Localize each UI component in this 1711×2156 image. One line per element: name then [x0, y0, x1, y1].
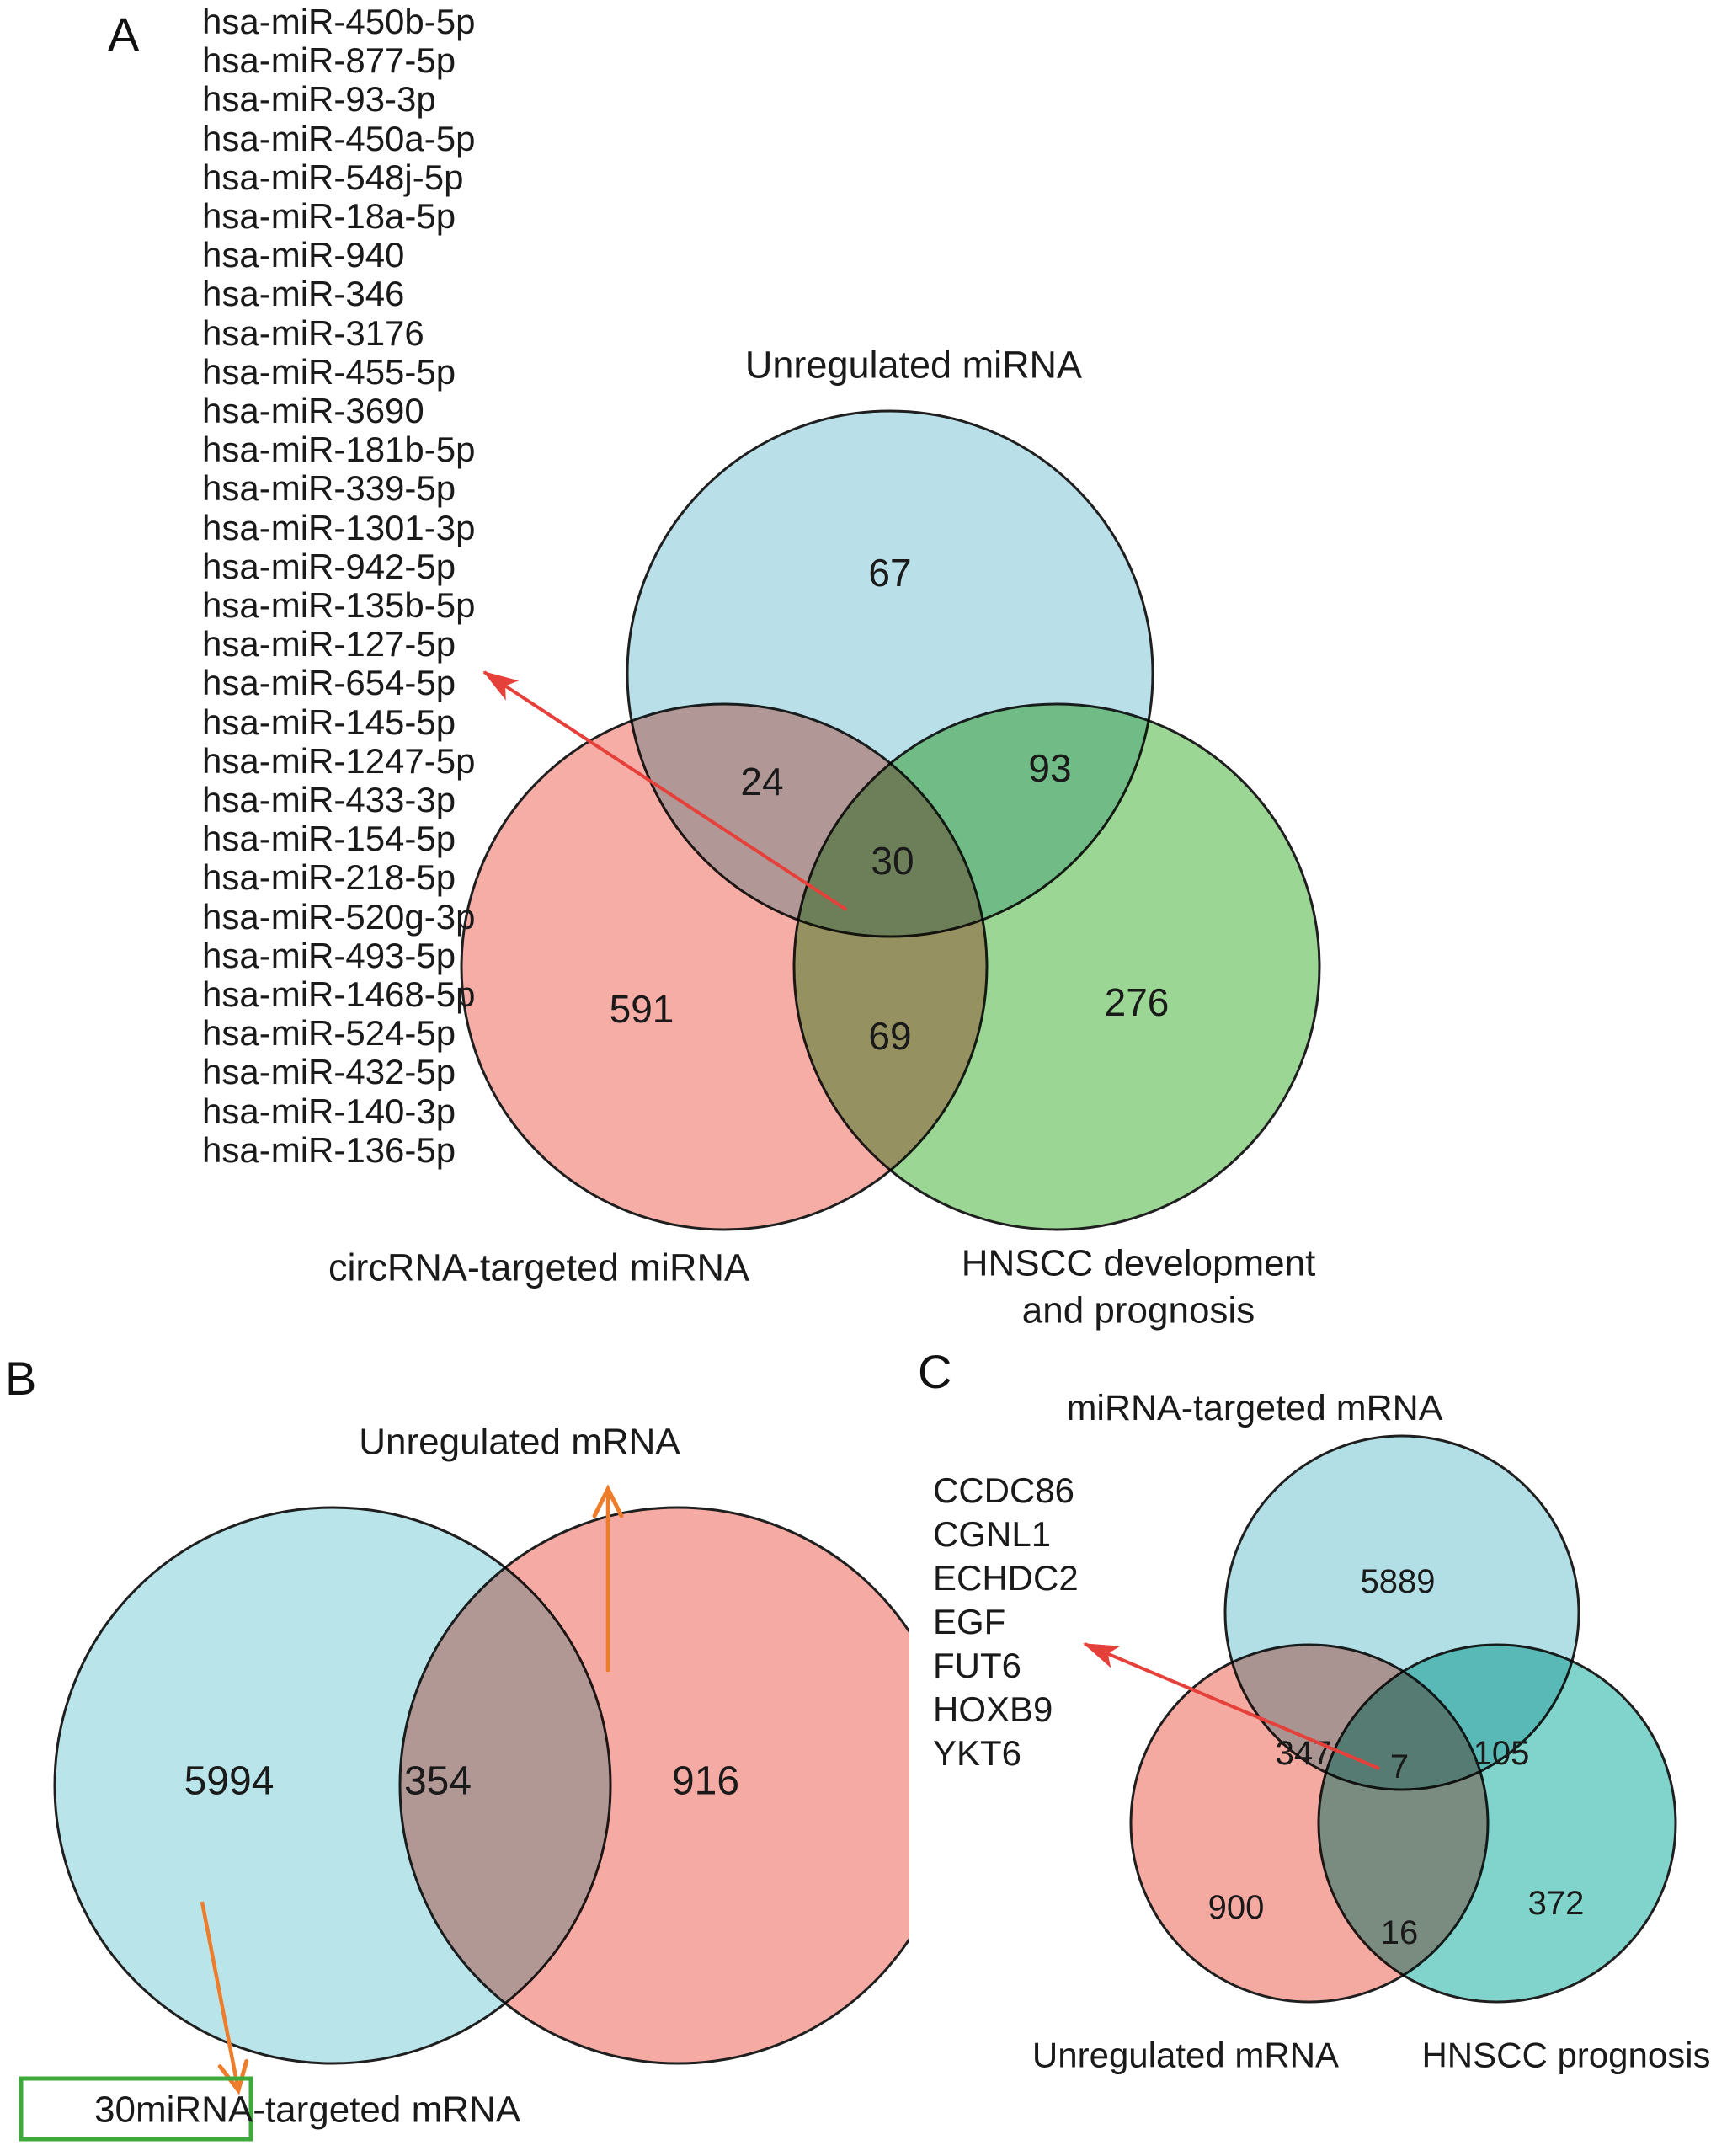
mirna-list-item: hsa-miR-135b-5p — [202, 585, 476, 626]
count-c-left-only: 900 — [1208, 1889, 1265, 1926]
mirna-list-item: hsa-miR-433-3p — [202, 780, 456, 820]
mirna-list-item: hsa-miR-877-5p — [202, 40, 456, 81]
panel-b-label: B — [5, 1352, 37, 1405]
gene-list-item: FUT6 — [933, 1646, 1021, 1685]
mirna-list-item: hsa-miR-3176 — [202, 312, 424, 353]
venn-a-left-set-label: circRNA-targeted miRNA — [328, 1246, 749, 1289]
mirna-list-item: hsa-miR-1468-5p — [202, 974, 476, 1015]
venn-b-title: Unregulated mRNA — [359, 1422, 680, 1463]
gene-list-item: YKT6 — [933, 1733, 1022, 1773]
count-a-left-only: 591 — [610, 987, 674, 1031]
panel-a-label: A — [108, 8, 140, 61]
gene-list-item: ECHDC2 — [933, 1558, 1079, 1598]
mirna-list-item: hsa-miR-450b-5p — [202, 2, 476, 41]
mirna-list-item: hsa-miR-1301-3p — [202, 507, 476, 547]
gene-list-item: EGF — [933, 1602, 1006, 1641]
count-a-top-only: 67 — [868, 551, 911, 595]
mirna-list-item: hsa-miR-548j-5p — [202, 157, 464, 197]
count-c-center: 7 — [1390, 1748, 1409, 1785]
mirna-list-item: hsa-miR-654-5p — [202, 663, 456, 703]
count-c-top-right: 105 — [1474, 1735, 1530, 1772]
mirna-list-item: hsa-miR-218-5p — [202, 857, 456, 898]
count-c-top-only: 5889 — [1361, 1563, 1436, 1600]
gene-list-item: CCDC86 — [933, 1470, 1075, 1510]
count-a-bottom-overlap: 69 — [868, 1014, 911, 1058]
venn-diagram-b: Unregulated mRNA 5994 354 916 30miRNA-ta… — [0, 1398, 1010, 2156]
count-a-top-left: 24 — [740, 760, 783, 803]
mirna-list-item: hsa-miR-346 — [202, 274, 405, 314]
mirna-list-item: hsa-miR-181b-5p — [202, 430, 476, 470]
venn-diagram-c: miRNA-targeted mRNA 5889 347 105 7 900 1… — [909, 1331, 1711, 2105]
red-arrow-a-icon — [482, 670, 848, 911]
count-b-overlap: 354 — [404, 1759, 472, 1804]
venn-a-right-set-label-line1: HNSCC development — [962, 1243, 1316, 1284]
venn-c-title: miRNA-targeted mRNA — [1067, 1388, 1443, 1428]
mirna-list-item: hsa-miR-3690 — [202, 391, 424, 431]
count-c-top-left: 347 — [1276, 1735, 1332, 1772]
venn-c-right-set-label: HNSCC prognosis — [1421, 2036, 1710, 2075]
venn-a-right-set-label-line2: and prognosis — [1022, 1290, 1255, 1331]
count-c-right-only: 372 — [1528, 1885, 1585, 1922]
venn-a-title: Unregulated miRNA — [745, 344, 1082, 387]
highlight-box-icon — [19, 2076, 253, 2142]
gene-list-item: CGNL1 — [933, 1514, 1052, 1554]
mirna-list-item: hsa-miR-136-5p — [202, 1129, 456, 1170]
count-a-right-only: 276 — [1105, 980, 1170, 1024]
mirna-list-item: hsa-miR-154-5p — [202, 819, 456, 859]
circle-c-hnscc-prognosis — [1317, 1643, 1677, 2004]
red-arrow-c-icon — [1083, 1642, 1380, 1770]
mirna-list-item: hsa-miR-1247-5p — [202, 740, 476, 781]
mirna-list-item: hsa-miR-493-5p — [202, 935, 456, 975]
mirna-list-item: hsa-miR-940 — [202, 235, 405, 275]
venn-b-bottom-label: 30miRNA-targeted mRNA — [94, 2089, 521, 2131]
mirna-list-item: hsa-miR-455-5p — [202, 351, 456, 392]
mirna-list-item: hsa-miR-18a-5p — [202, 196, 456, 237]
count-a-center: 30 — [871, 839, 914, 883]
count-c-bottom-overlap: 16 — [1381, 1914, 1419, 1951]
mirna-list-item: hsa-miR-520g-3p — [202, 896, 476, 937]
circle-hnscc-development-prognosis — [792, 702, 1321, 1231]
mirna-list-item: hsa-miR-942-5p — [202, 546, 456, 586]
mirna-list-item: hsa-miR-93-3p — [202, 79, 436, 120]
panel-c-label: C — [918, 1345, 952, 1398]
mirna-list-item: hsa-miR-140-3p — [202, 1091, 456, 1131]
venn-diagram-a: Unregulated miRNA 67 24 93 30 591 69 276… — [303, 320, 1398, 1406]
orange-arrow-to-box-icon — [200, 1901, 249, 2095]
gene-list-item: HOXB9 — [933, 1689, 1053, 1729]
mirna-list-item: hsa-miR-145-5p — [202, 702, 456, 742]
count-b-left-only: 5994 — [184, 1759, 275, 1804]
mirna-list-item: hsa-miR-127-5p — [202, 624, 456, 664]
mirna-list-item: hsa-miR-524-5p — [202, 1013, 456, 1054]
mirna-list-item: hsa-miR-432-5p — [202, 1052, 456, 1092]
venn-c-left-set-label: Unregulated mRNA — [1032, 2036, 1339, 2075]
count-a-top-right: 93 — [1028, 746, 1071, 790]
count-b-right-only: 916 — [672, 1759, 739, 1804]
mirna-list-item: hsa-miR-450a-5p — [202, 118, 476, 158]
mirna-list-item: hsa-miR-339-5p — [202, 468, 456, 509]
